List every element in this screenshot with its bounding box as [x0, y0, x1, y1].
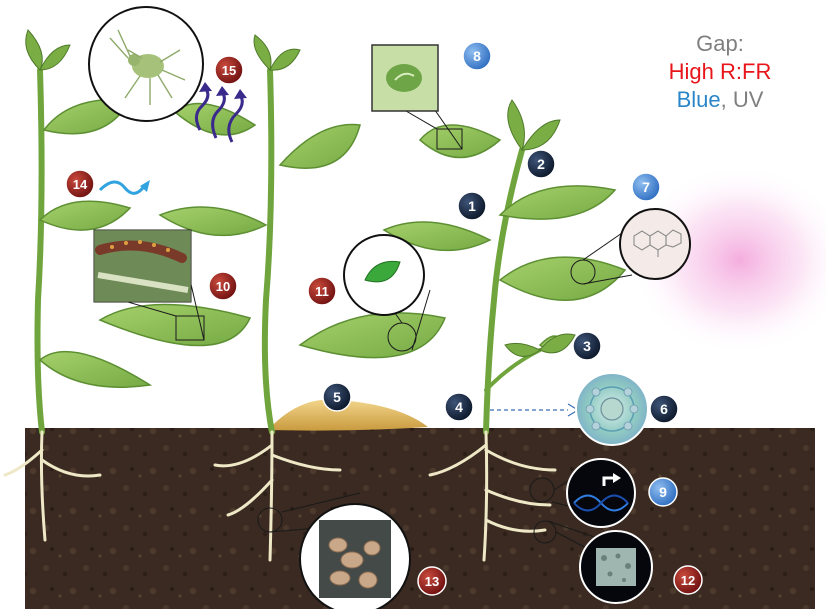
- marker-number: 7: [642, 179, 650, 195]
- marker-9: 9: [649, 478, 677, 506]
- gap-blue: Blue: [677, 87, 721, 112]
- marker-5: 5: [323, 383, 351, 411]
- marker-3: 3: [573, 332, 601, 360]
- marker-13: 13: [418, 567, 446, 595]
- marker-number: 1: [468, 198, 476, 214]
- marker-number: 11: [315, 284, 329, 299]
- marker-number: 8: [473, 48, 481, 64]
- marker-number: 4: [455, 399, 463, 415]
- marker-8: 8: [463, 42, 491, 70]
- marker-number: 6: [660, 401, 668, 417]
- gap-title: Gap:: [640, 30, 800, 58]
- caterpillar-on-stem-icon: [94, 230, 191, 302]
- marker-4: 4: [445, 393, 473, 421]
- marker-6: 6: [650, 395, 678, 423]
- gap-light-legend: Gap: High R:FR Blue, UV: [640, 30, 800, 114]
- root-microbe-micrograph-icon: [580, 531, 652, 603]
- marker-2: 2: [527, 150, 555, 178]
- dna-gene-expression-icon: [567, 459, 635, 527]
- marker-number: 13: [425, 574, 439, 589]
- gap-high-rfr: High R:FR: [640, 58, 800, 86]
- infected-leaf-icon: [344, 235, 424, 315]
- marker-14: 14: [66, 170, 94, 198]
- marker-number: 9: [659, 484, 667, 500]
- marker-10: 10: [209, 272, 237, 300]
- root-cross-section-icon: [576, 373, 648, 445]
- gap-sep: ,: [721, 87, 727, 112]
- marker-number: 5: [333, 389, 341, 405]
- stomata-guard-cells-icon: [372, 45, 438, 111]
- marker-number: 12: [681, 573, 695, 588]
- marker-1: 1: [458, 192, 486, 220]
- marker-11: 11: [308, 277, 336, 305]
- aphid-insect-icon: [89, 7, 203, 121]
- marker-number: 14: [73, 177, 88, 192]
- gap-blue-uv: Blue, UV: [640, 86, 800, 114]
- root-nodules-icon: [300, 504, 410, 609]
- marker-number: 3: [583, 338, 591, 354]
- marker-15: 15: [215, 56, 243, 84]
- flavonoid-molecule-icon: [620, 209, 690, 279]
- marker-number: 10: [216, 279, 230, 294]
- marker-number: 2: [537, 156, 545, 172]
- stem-to-section-arrow: [490, 404, 578, 416]
- marker-number: 15: [222, 63, 236, 78]
- volatile-signal-arrow: [100, 182, 145, 193]
- marker-12: 12: [674, 566, 702, 594]
- marker-7: 7: [632, 173, 660, 201]
- gap-uv: UV: [733, 87, 764, 112]
